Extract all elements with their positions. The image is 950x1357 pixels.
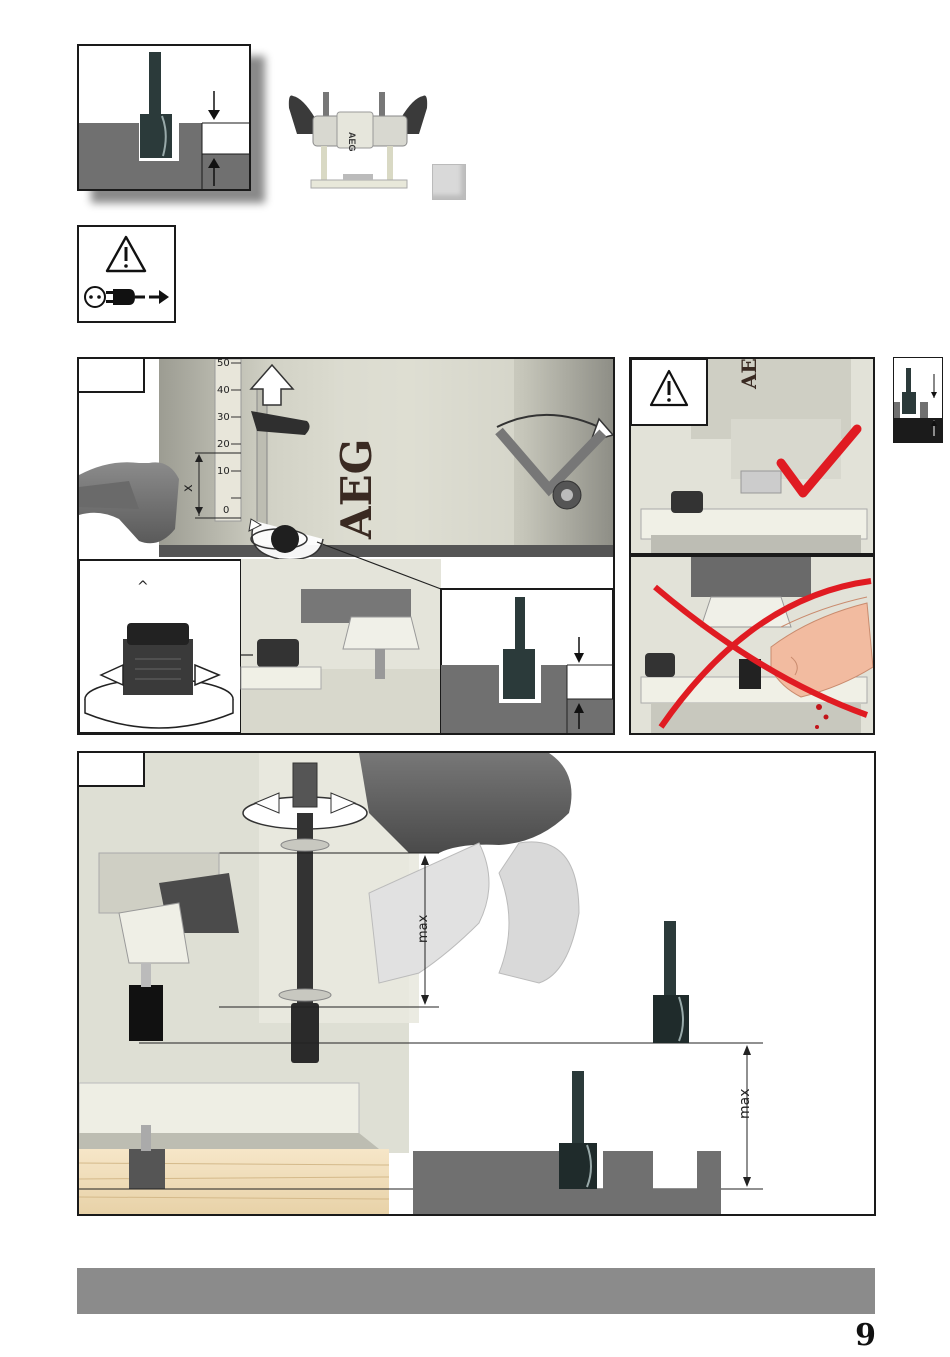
figure-1-panel: AEG 50 40 30 20 10 0 x [77, 357, 615, 735]
warning-unplug-box [77, 225, 176, 323]
caret-label: ^ [137, 579, 149, 595]
figure-1-number-tab [79, 359, 145, 393]
guide-brand-label: AEG [347, 132, 357, 152]
locking-knob [271, 525, 299, 553]
footer-bar [77, 1268, 875, 1314]
ruler-label-20: 20 [217, 439, 230, 450]
ruler-label-50: 50 [217, 359, 230, 369]
ruler-label-10: 10 [217, 466, 230, 477]
aeg-logo-text: AEG [332, 439, 381, 540]
max-depth-label: max [737, 1088, 753, 1119]
ruler-label-30: 30 [217, 412, 230, 423]
ruler-label-0: 0 [223, 505, 229, 516]
ruler-label-40: 40 [217, 385, 230, 396]
router-bit-depth-icon [77, 44, 251, 191]
correct-handling-panel: AEG [629, 357, 875, 555]
unplug-icon [85, 287, 169, 307]
template-piece-image [432, 164, 466, 200]
router-guide-image: AEG [283, 88, 433, 200]
figure-2-panel: max max [77, 751, 876, 1216]
max-vertical-label: max [416, 914, 431, 943]
page-number: 9 [855, 1318, 876, 1353]
side-tab-depth-icon [893, 357, 943, 443]
aeg-logo-text-small: AEG [737, 359, 761, 390]
incorrect-handling-panel [629, 555, 875, 735]
figure-2-number-tab [79, 753, 145, 787]
x-dimension-label: x [181, 484, 196, 492]
depth-icon-box [77, 44, 251, 191]
